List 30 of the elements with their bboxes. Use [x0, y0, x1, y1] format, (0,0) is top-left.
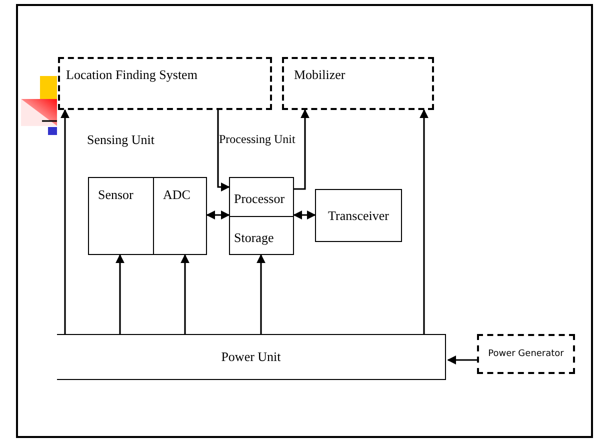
process-box	[315, 189, 402, 242]
node-label: Storage	[234, 230, 274, 246]
process-box	[88, 177, 154, 255]
arrow	[217, 110, 230, 192]
arrow	[256, 254, 266, 334]
arrow	[180, 254, 190, 334]
section-label: Processing Unit	[219, 132, 296, 147]
node-label: Transceiver	[328, 208, 389, 224]
node-label: Power Unit	[221, 349, 281, 365]
external-box	[477, 334, 575, 374]
process-box	[229, 216, 294, 255]
arrow	[293, 210, 316, 220]
power-bar	[57, 334, 446, 380]
node-label: Processor	[234, 191, 285, 207]
section-label: Sensing Unit	[87, 132, 155, 148]
node-label: Sensor	[98, 187, 134, 203]
arrow	[116, 254, 124, 334]
node-label: Mobilizer	[294, 67, 346, 83]
arrow	[60, 109, 70, 334]
arrow	[447, 356, 477, 364]
node-label: ADC	[163, 187, 190, 203]
arrow	[420, 109, 428, 334]
process-box	[153, 177, 207, 255]
node-label: Location Finding System	[66, 67, 198, 83]
process-box	[229, 177, 294, 217]
arrow	[294, 109, 310, 190]
node-label: Power Generator	[488, 349, 564, 359]
arrow	[206, 210, 230, 220]
system-box	[282, 57, 434, 110]
system-box	[58, 57, 272, 110]
